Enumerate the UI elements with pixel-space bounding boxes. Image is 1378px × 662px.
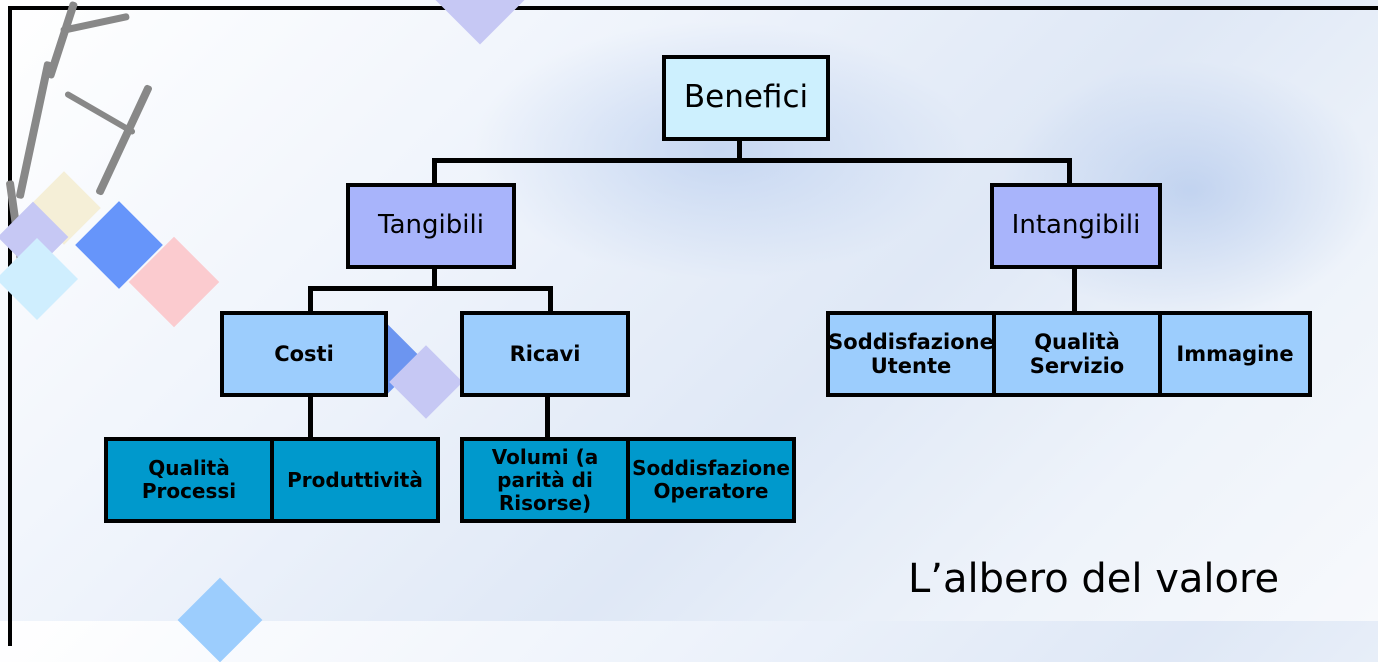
connector-line (1067, 158, 1072, 186)
connector-line (432, 158, 1072, 163)
connector-line (1072, 266, 1077, 314)
connector-line (308, 286, 313, 314)
node-produttivita: Produttività (270, 437, 440, 523)
node-tangibili: Tangibili (346, 183, 516, 269)
slide-caption: L’albero del valore (908, 556, 1280, 602)
node-intangibili: Intangibili (990, 183, 1162, 269)
node-benefici: Benefici (662, 55, 830, 141)
connector-line (548, 286, 553, 314)
node-soddisfazione-operatore: Soddisfazione Operatore (626, 437, 796, 523)
slide-frame (8, 6, 1378, 646)
connector-line (308, 394, 313, 440)
connector-line (432, 266, 437, 290)
node-volumi: Volumi (a parità di Risorse) (460, 437, 630, 523)
connector-line (432, 158, 437, 186)
node-costi: Costi (220, 311, 388, 397)
node-immagine: Immagine (1158, 311, 1312, 397)
node-ricavi: Ricavi (460, 311, 630, 397)
node-soddisfazione-utente: Soddisfazione Utente (826, 311, 996, 397)
node-qualita-servizio: Qualità Servizio (992, 311, 1162, 397)
node-qualita-processi: Qualità Processi (104, 437, 274, 523)
connector-line (308, 286, 553, 291)
connector-line (737, 138, 742, 162)
connector-line (545, 394, 550, 440)
